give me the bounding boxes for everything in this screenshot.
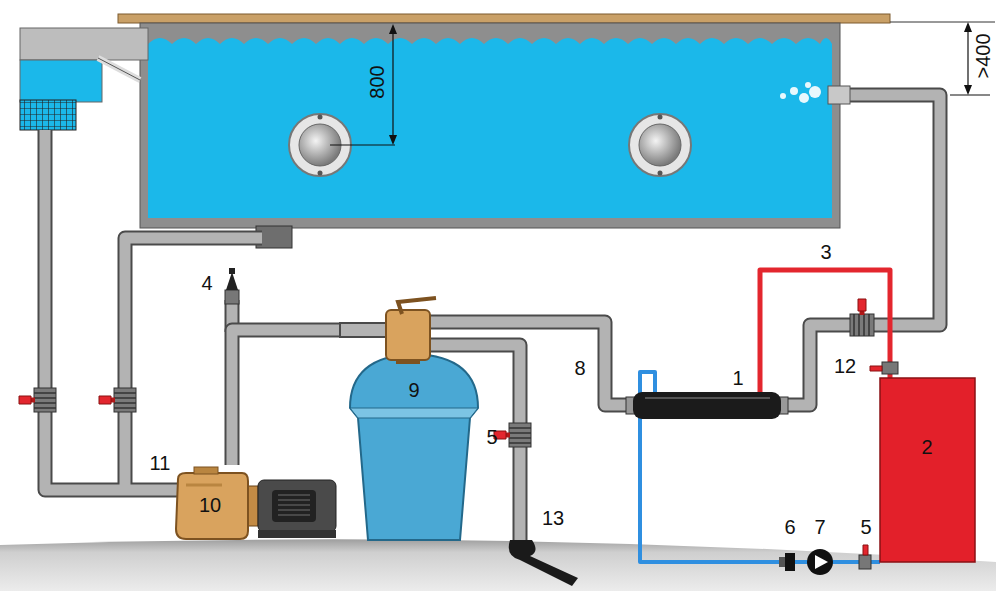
circulation-pump [807,549,833,575]
dimension-extension [890,22,995,23]
callout-number: 2 [921,437,932,457]
hot-water-pipe [760,270,890,395]
dimension-line [330,22,990,145]
fitting [779,553,795,571]
ball-valve [494,423,531,447]
callout-number: 7 [814,517,825,537]
pipe-outline [45,95,940,545]
pipe-outline [232,330,340,465]
callout-number: 11 [150,453,171,473]
ball-valve [99,388,136,412]
callout-number: 13 [542,508,564,528]
ground [0,539,996,591]
callout-number: 10 [199,495,221,515]
callout-number: 1 [732,368,743,388]
ball-valve [870,362,898,374]
callout-number: 6 [784,517,795,537]
dimension-label: 800 [367,65,387,98]
sand-filter-shape [340,308,488,542]
sand-filter: 9 [340,308,488,542]
boiler: 2 [880,378,975,562]
air-vent-valve [225,268,239,304]
callout-number: 8 [574,358,585,378]
heat-exchanger [626,392,788,419]
boiler-shape [880,378,975,562]
callout-number: 5 [486,427,497,447]
filter-pump: 10 [172,465,250,540]
pool-wall [140,23,840,228]
ball-valve [850,299,874,336]
ball-valve [19,388,56,412]
dimension-label: >400 [973,33,993,78]
ball-valve [859,545,871,569]
pump-motor [246,480,336,538]
pipe [45,95,940,545]
pool-deck [118,14,890,23]
drain-outlet [509,540,578,586]
callout-number: 5 [860,517,871,537]
callout-number: 12 [834,356,856,376]
pool-water [148,38,832,218]
return-inlet [780,82,850,104]
skimmer [20,28,148,130]
callout-number: 4 [201,273,212,293]
pool-light [629,114,691,176]
callout-number: 9 [408,380,419,400]
callout-number: 3 [820,242,831,262]
pipe [232,330,340,465]
